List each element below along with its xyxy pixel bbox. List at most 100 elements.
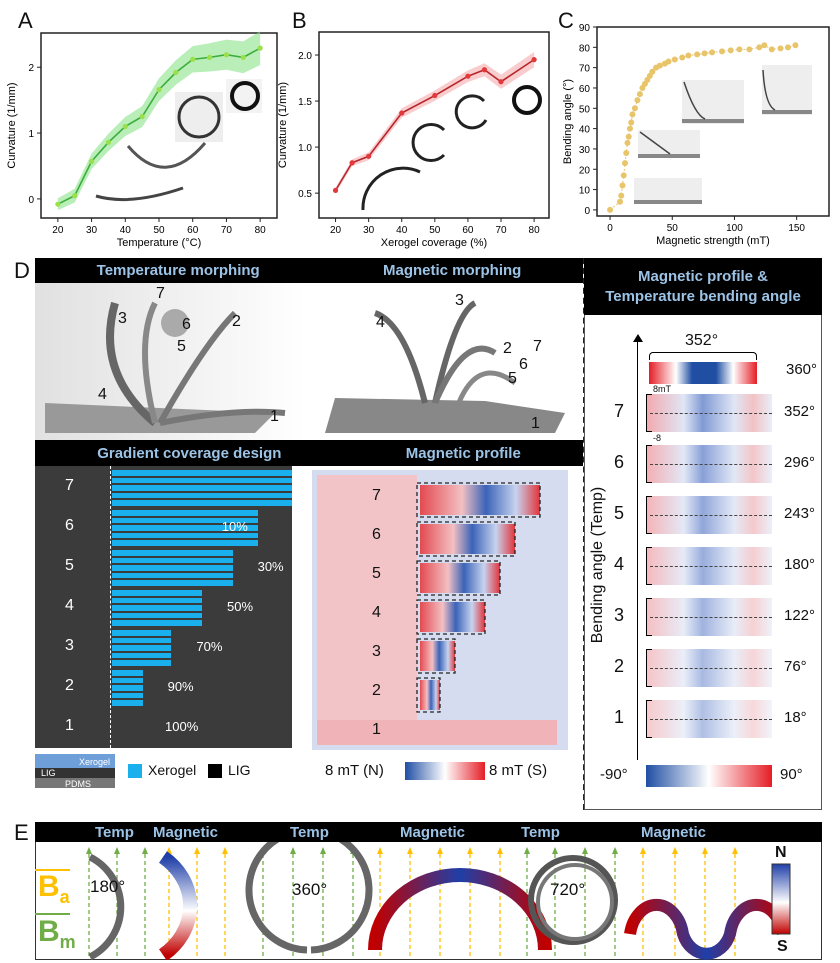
data-point: [694, 51, 701, 58]
row-number: 4: [614, 554, 625, 574]
xerogel-stripe: [112, 677, 143, 683]
temp-arc-180: [88, 853, 125, 960]
temp-morph-label: 1: [270, 408, 279, 425]
field-arrow-icon: [142, 847, 148, 854]
magnetic-wave-720: [624, 898, 789, 960]
data-point: [685, 52, 692, 59]
data-point: [626, 125, 633, 132]
d-header-bottom: Gradient coverage design Magnetic profil…: [35, 440, 583, 466]
top-angle: 360°: [786, 361, 818, 378]
profile-row-label: 1: [372, 721, 381, 738]
xerogel-stripe: [112, 590, 202, 596]
mag-morph-label: 6: [519, 356, 528, 373]
scale-bracket: [646, 445, 652, 483]
ba-label: Ba: [38, 870, 70, 908]
row-number: 5: [614, 503, 625, 523]
mag-morph-label: 4: [376, 314, 385, 331]
data-point: [761, 42, 768, 49]
data-point: [432, 92, 438, 99]
e-diagram: [35, 842, 791, 960]
data-point: [156, 87, 162, 93]
row-number: 7: [614, 401, 625, 421]
xerogel-stripe: [112, 477, 292, 483]
right-panel-body: [584, 315, 822, 810]
title-magnetic-profile: Magnetic profile: [405, 444, 521, 462]
row-number: 4: [65, 597, 74, 614]
row-angle: 18°: [784, 709, 807, 726]
coverage-label: 50%: [227, 599, 254, 614]
xerogel-stripe: [112, 612, 202, 618]
x-tick-label: 60: [187, 225, 199, 236]
xerogel-stripe: [112, 517, 258, 523]
data-point: [465, 73, 471, 79]
scale-bracket: [646, 649, 652, 687]
xerogel-stripe: [112, 605, 202, 611]
profile-row-label: 5: [372, 565, 381, 582]
x-tick-label: 20: [330, 225, 342, 236]
scale-bracket: [646, 700, 652, 738]
field-arrow-icon: [194, 847, 200, 854]
data-point: [240, 54, 246, 60]
row-number: 1: [614, 707, 625, 727]
field-arrow-icon: [114, 847, 120, 854]
data-point: [621, 160, 628, 167]
e-header-0: Temp: [95, 823, 134, 841]
data-point: [719, 48, 726, 55]
series-line: [57, 47, 261, 205]
x-tick-label: 0: [607, 223, 613, 234]
data-point: [72, 193, 78, 199]
data-point: [223, 52, 230, 58]
zero-line: [650, 464, 772, 465]
data-point: [55, 201, 61, 207]
data-point: [618, 192, 625, 199]
layer-pdms: PDMS: [65, 779, 91, 789]
data-point: [366, 153, 372, 159]
row-number: 3: [614, 605, 625, 625]
y-tick-label: 40: [579, 125, 591, 136]
arrow-head-icon: [633, 334, 643, 342]
magnetic-arc-360: [368, 868, 552, 951]
x-tick-label: 40: [120, 225, 132, 236]
morphing-photos: [35, 283, 565, 440]
lig-legend: LIG: [228, 762, 251, 778]
layer-lig: LIG: [41, 768, 56, 778]
row-number: 3: [65, 637, 74, 654]
xerogel-stripe: [112, 685, 143, 691]
data-point: [620, 172, 627, 179]
layer-diagram: Xerogel LIG PDMS: [35, 754, 115, 789]
data-point: [746, 46, 753, 53]
x-tick-label: 20: [52, 225, 64, 236]
xerogel-stripe: [112, 550, 233, 556]
temp-coil-720: [528, 855, 618, 945]
data-point: [206, 54, 213, 60]
angle-180: 180°: [90, 877, 126, 896]
scale-bracket: [646, 598, 652, 636]
mag-morph-label: 5: [508, 370, 517, 387]
coverage-label: 30%: [257, 559, 284, 574]
data-point: [173, 69, 179, 76]
xerogel-stripe: [112, 485, 292, 491]
field-arrow-icon: [290, 847, 296, 854]
field-arrow-icon: [552, 847, 558, 854]
panel-label-a: A: [18, 8, 33, 33]
bm-b: B: [38, 915, 60, 948]
row-angle: 122°: [784, 607, 816, 624]
y-tick-label: 1.0: [298, 143, 312, 154]
e-header-5: Magnetic: [641, 823, 707, 841]
profile-row-label: 7: [372, 487, 381, 504]
cb-left-label: -90°: [600, 766, 628, 783]
y-tick-label: 90: [579, 23, 591, 34]
row-number: 5: [65, 557, 74, 574]
dashed-box: [416, 599, 486, 635]
data-point: [665, 58, 672, 65]
xerogel-stripe: [112, 700, 143, 706]
data-point: [736, 46, 743, 53]
profile-row-label: 4: [372, 604, 381, 621]
xerogel-stripe: [112, 692, 143, 698]
xerogel-swatch: [128, 764, 142, 778]
mag-morph-label: 3: [455, 292, 464, 309]
x-tick-label: 80: [529, 225, 541, 236]
